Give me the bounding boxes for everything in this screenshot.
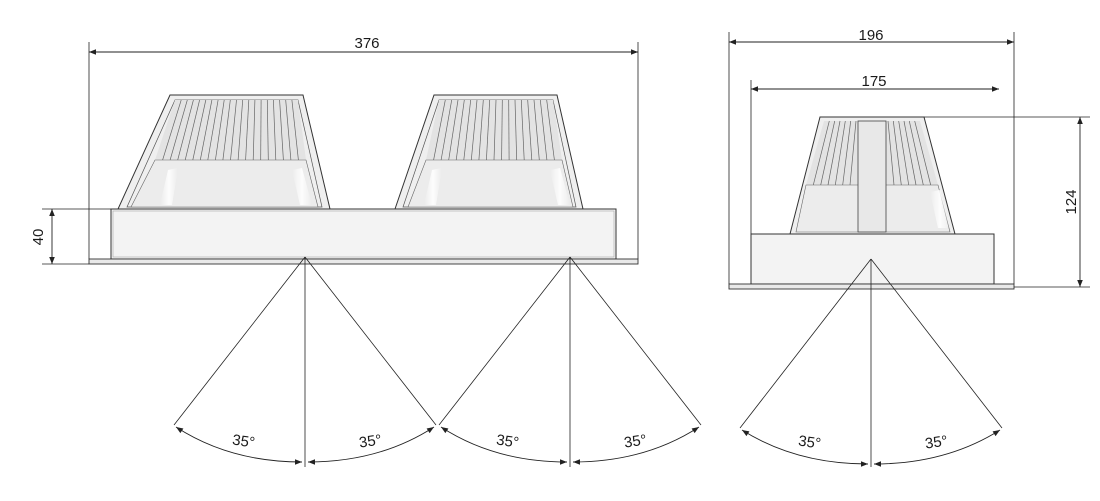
middle-beam-angle-label-a: 35° [495, 432, 520, 452]
cooling-fin-line [903, 120, 917, 186]
left-beam-angle-label-b: 35° [358, 432, 383, 452]
cooling-fin-line [177, 99, 194, 161]
cooling-fin-line [169, 99, 188, 161]
cooling-fin-line [493, 99, 497, 161]
cooling-fin-line [252, 99, 256, 161]
cooling-fin-line [237, 99, 244, 161]
cooling-fin-line [533, 99, 540, 161]
cooling-fin-line [279, 99, 284, 161]
side-cooling-fins [812, 120, 932, 186]
side-housing [750, 233, 995, 285]
side-beam-angle-label-b: 35° [924, 433, 949, 453]
cooling-fin-line [222, 99, 231, 161]
cooling-fin-line [520, 99, 525, 161]
cooling-fin-line [849, 120, 857, 186]
side-outer-width-label: 196 [858, 27, 883, 44]
cooling-fin-line [514, 99, 518, 161]
cooling-fin-line [285, 99, 292, 161]
cooling-fin-line [455, 99, 465, 161]
cooling-fin-line [486, 99, 491, 161]
front-housing [110, 208, 617, 260]
side-inner-width-label: 175 [861, 73, 886, 90]
cooling-fin-line [898, 120, 910, 186]
cooling-fin-line [448, 99, 459, 161]
front-width-label: 376 [354, 35, 379, 52]
cooling-fin-line [470, 99, 478, 161]
cooling-fin-line [892, 120, 902, 186]
cooling-fin-line [273, 99, 277, 161]
side-driver-box [857, 120, 887, 233]
cooling-fin-line [827, 120, 841, 186]
left-beam-angle: 35° 35° [173, 256, 437, 467]
side-trim-plate [728, 283, 1015, 290]
cooling-fin-line [162, 99, 182, 161]
side-view: 196 175 124 35° 35° [728, 27, 1090, 467]
cooling-fin-line [812, 120, 830, 186]
side-outer-width-dimension: 196 [728, 27, 1015, 284]
side-height-dimension: 124 [924, 116, 1090, 288]
cooling-fin-line [463, 99, 472, 161]
cooling-fin-line [230, 99, 237, 161]
left-reflector [117, 94, 331, 210]
front-trim-plate [88, 258, 639, 265]
cooling-fin-line [539, 99, 548, 161]
front-width-dimension: 376 [88, 35, 639, 259]
cooling-fin-line [440, 99, 453, 161]
cooling-fin-line [215, 99, 225, 161]
side-inner-width-dimension: 175 [750, 73, 999, 234]
middle-beam-angle-label-b: 35° [623, 432, 648, 452]
cooling-fin-line [834, 120, 846, 186]
right-cooling-fins [433, 99, 555, 161]
cooling-fin-line [546, 99, 555, 161]
cooling-fin-line [291, 99, 299, 161]
side-beam-angle-label-a: 35° [797, 433, 822, 453]
front-height-dimension: 40 [30, 208, 111, 265]
cooling-fin-line [207, 99, 219, 161]
front-height-label: 40 [30, 229, 47, 246]
side-beam-angle: 35° 35° [739, 258, 1003, 467]
front-view: 376 40 35° 35° 35° 35° [30, 35, 702, 467]
cooling-fin-line [887, 120, 895, 186]
cooling-fin-line [820, 120, 836, 186]
cooling-fin-line [478, 99, 484, 161]
cooling-fin-line [527, 99, 533, 161]
side-height-label: 124 [1063, 189, 1080, 214]
cooling-fin-line [842, 120, 852, 186]
cooling-fin-line [184, 99, 200, 161]
left-cooling-fins [162, 99, 299, 161]
middle-beam-angle: 35° 35° [438, 256, 702, 467]
cooling-fin-line [433, 99, 446, 161]
right-reflector [394, 94, 584, 210]
side-reflector [789, 116, 956, 235]
cooling-fin-line [914, 120, 932, 186]
cooling-fin-line [501, 99, 503, 161]
cooling-fin-line [266, 99, 269, 161]
cooling-fin-line [245, 99, 250, 161]
cooling-fin-line [199, 99, 213, 161]
cooling-fin-line [908, 120, 924, 186]
left-beam-angle-label-a: 35° [231, 432, 256, 452]
cooling-fin-line [192, 99, 207, 161]
